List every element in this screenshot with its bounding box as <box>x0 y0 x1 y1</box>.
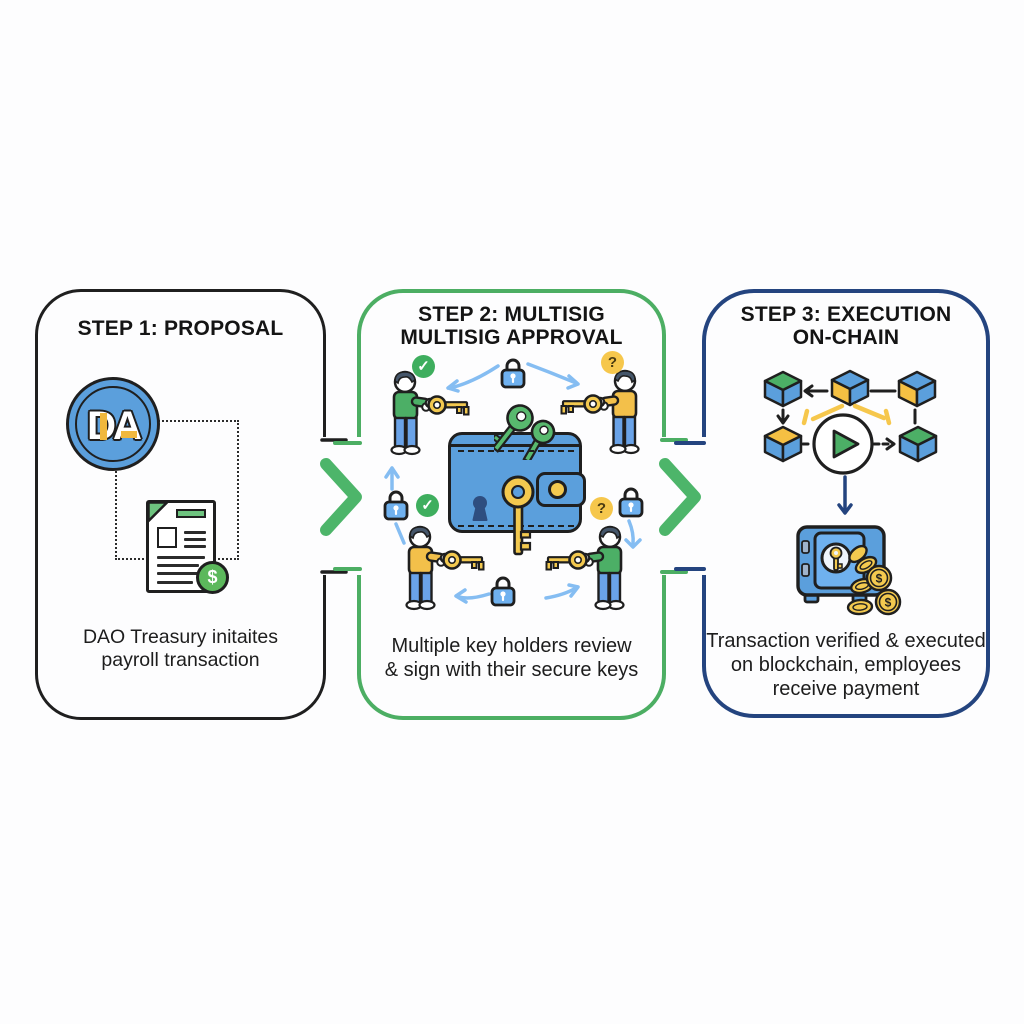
keyholder-bottom-right <box>534 521 634 613</box>
lock-icon-top <box>500 358 526 389</box>
to-safe-arrow <box>837 475 853 515</box>
consensus-arrows <box>801 403 892 426</box>
play-icon <box>832 429 860 459</box>
step1-caption-line1: DAO Treasury initaites <box>82 626 279 648</box>
coin-dollar-sign: $ <box>885 596 892 610</box>
question-badge-icon: ? <box>601 351 624 374</box>
document-text-line <box>157 572 203 575</box>
cube-mid-left <box>763 425 803 463</box>
dao-logo-accent <box>100 413 107 440</box>
person-with-key-icon <box>560 369 640 455</box>
wallet-keyhole-icon <box>472 496 488 521</box>
wallet-clasp-button <box>548 480 567 499</box>
coin-icons: $ $ <box>846 544 902 616</box>
check-badge-icon: ✓ <box>412 355 435 378</box>
step1-caption-line2: payroll transaction <box>101 649 260 671</box>
key-icon <box>560 394 603 415</box>
blockchain-flow-icon <box>763 369 938 515</box>
cube-mid-right <box>898 425 938 463</box>
keyholder-top-right <box>549 365 649 457</box>
cube-top-right <box>897 370 937 408</box>
question-badge-icon: ? <box>590 497 613 520</box>
step3-title-line2: ON-CHAIN <box>792 326 900 349</box>
step2-title: STEP 2: MULTISIG MULTISIG APPROVAL <box>361 303 662 349</box>
step1-title: STEP 1: PROPOSAL <box>39 317 322 340</box>
document-text-line <box>184 538 206 541</box>
lock-icon-bottom <box>490 576 516 607</box>
dao-logo-icon: DA <box>66 377 160 471</box>
document-fold-corner <box>147 501 169 523</box>
step2-caption-line1: Multiple key holders review <box>391 635 632 657</box>
person-with-key-icon <box>390 370 470 456</box>
keyholder-top-left <box>381 366 481 458</box>
step2-caption: Multiple key holders review & sign with … <box>361 634 662 682</box>
document-text-line <box>157 564 199 567</box>
block-connectors <box>776 384 917 451</box>
step1-title-line: STEP 1: PROPOSAL <box>77 317 284 340</box>
document-text-line <box>184 531 206 534</box>
document-header-bar <box>176 509 206 518</box>
wallet-key-icon <box>501 475 535 556</box>
safe-lock-emblem <box>820 542 852 574</box>
step2-title-line2: MULTISIG APPROVAL <box>400 326 623 349</box>
cube-top-mid <box>830 369 870 407</box>
check-badge-icon: ✓ <box>416 494 439 517</box>
dao-logo-accent <box>121 431 137 438</box>
document-text-line <box>184 545 206 548</box>
key-icon <box>545 550 588 571</box>
step3-title-line1: STEP 3: EXECUTION <box>740 303 952 326</box>
lock-icon-right <box>618 487 644 518</box>
step2-caption-line2: & sign with their secure keys <box>384 659 639 681</box>
dao-logo-text: DA <box>87 404 142 448</box>
person-with-key-icon <box>545 525 625 611</box>
safe-icon: $ $ <box>796 525 902 616</box>
document-text-line <box>157 556 205 559</box>
border-gap-1 <box>318 437 364 575</box>
step3-caption-line3: receive payment <box>772 678 920 700</box>
border-gap-2 <box>658 437 708 575</box>
green-keys-icon <box>494 404 556 460</box>
person-with-key-icon <box>405 525 485 611</box>
dao-logo-ring <box>75 386 151 462</box>
key-icon <box>442 550 485 571</box>
document-text-line <box>157 581 193 584</box>
cube-top-left <box>763 370 803 408</box>
lock-icon-left <box>383 490 409 521</box>
coin-dollar-sign: $ <box>876 572 883 586</box>
keyholder-bottom-left <box>396 521 496 613</box>
dollar-badge-icon: $ <box>196 561 229 594</box>
document-image-box <box>157 527 177 548</box>
step3-title: STEP 3: EXECUTION ON-CHAIN <box>706 303 986 349</box>
step3-caption-line1: Transaction verified & executed <box>706 630 986 652</box>
step2-title-line1: STEP 2: MULTISIG <box>418 303 605 326</box>
step3-caption: Transaction verified & executed on block… <box>706 629 986 701</box>
key-icon <box>427 395 470 416</box>
wallet-stitch-top <box>458 450 574 452</box>
step3-caption-line2: on blockchain, employees <box>730 654 962 676</box>
block-cube-icons <box>763 369 938 463</box>
wallet-fold-line <box>451 444 579 447</box>
step1-caption: DAO Treasury initaites payroll transacti… <box>39 626 322 672</box>
